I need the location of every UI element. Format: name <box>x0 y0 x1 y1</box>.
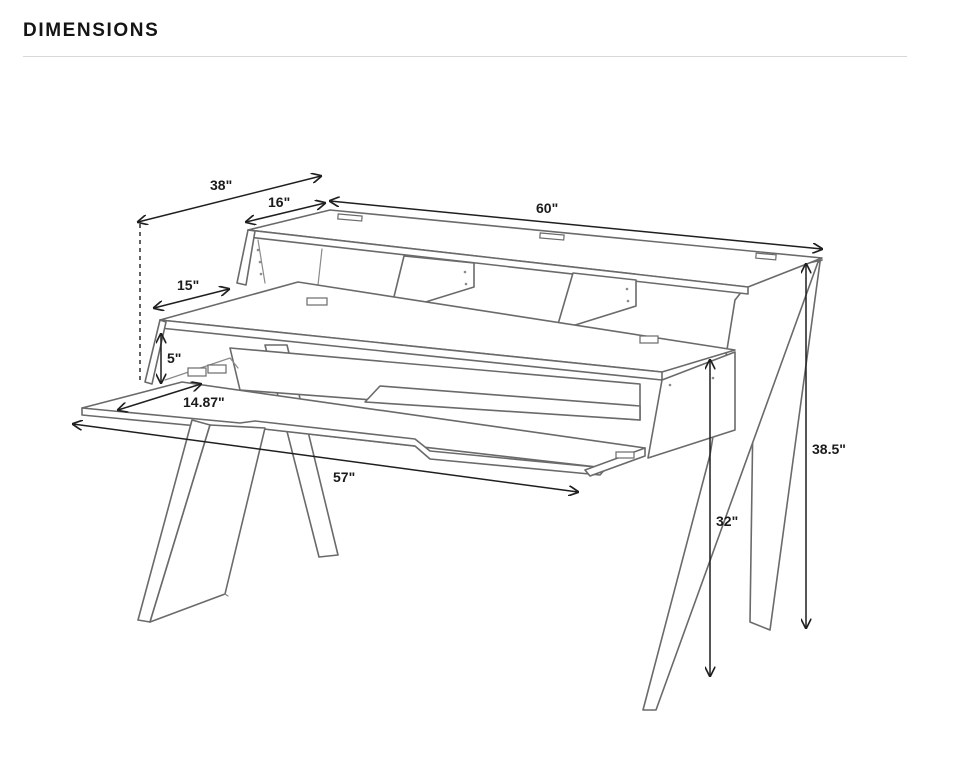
dim-label-overall-height: 38.5" <box>812 441 846 457</box>
dim-label-top-shelf-depth: 16" <box>268 194 290 210</box>
dim-line-15 <box>154 289 229 308</box>
shelf-divider-right <box>555 272 637 332</box>
top-shelf-cable-slot-right <box>755 252 777 261</box>
shelf-left-panel <box>236 229 256 286</box>
page-title: DIMENSIONS <box>23 20 160 41</box>
dim-label-keyboard-depth: 14.87" <box>183 394 225 410</box>
dim-line-60 <box>330 201 822 249</box>
dim-line-14-87 <box>118 384 201 410</box>
dim-line-16 <box>246 203 325 222</box>
desk-cable-port-right <box>639 335 659 344</box>
heading-divider <box>23 56 907 57</box>
dimension-lines <box>73 176 822 676</box>
desk-cable-port-left <box>306 297 328 306</box>
dimension-labels: 38" 16" 60" 15" 5" 14.87" 57" 32" 38.5" <box>167 177 846 529</box>
dim-label-desk-depth: 15" <box>177 277 199 293</box>
lower-crossbar <box>364 385 641 421</box>
dim-line-38 <box>138 176 321 222</box>
dim-line-57 <box>73 424 578 492</box>
dim-label-overall-width: 60" <box>536 200 558 216</box>
shelf-divider-middle <box>389 255 475 314</box>
dim-label-keyboard-width: 57" <box>333 469 355 485</box>
dim-label-shelf-depth: 38" <box>210 177 232 193</box>
desk-left-side <box>144 319 167 385</box>
dim-label-desk-height: 32" <box>716 513 738 529</box>
right-front-leg <box>642 259 823 711</box>
dim-label-keyboard-drop: 5" <box>167 350 181 366</box>
